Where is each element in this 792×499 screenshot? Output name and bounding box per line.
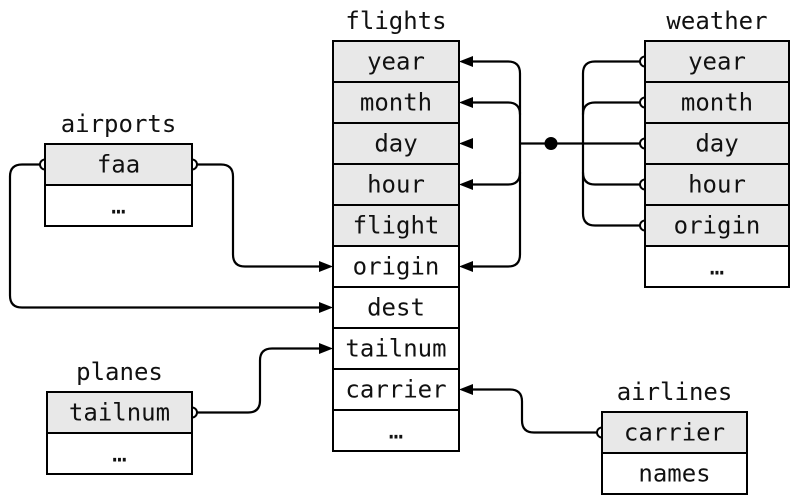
table-planes: planes tailnum …: [46, 358, 193, 475]
row-weather-hour-label: hour: [688, 171, 746, 199]
table-weather: weather year month day hour origin …: [644, 7, 790, 288]
row-airports-faa-label: faa: [97, 151, 140, 179]
row-weather-etc-label: …: [710, 253, 724, 281]
row-flights-tailnum-bg: [332, 327, 460, 370]
arrowhead-flights-origin-right: [459, 261, 473, 272]
row-airports-etc-label: …: [111, 192, 125, 220]
row-flights-dest-bg: [332, 286, 460, 329]
row-flights-day-label: day: [374, 130, 417, 158]
row-weather-day-bg: [644, 122, 790, 165]
row-airlines-names-bg: [601, 452, 748, 495]
row-planes-etc-label: …: [112, 440, 126, 468]
row-flights-origin-label: origin: [353, 253, 440, 281]
row-weather-year-label: year: [688, 48, 746, 76]
table-title-airlines: airlines: [617, 378, 733, 406]
row-planes-etc-bg: [46, 432, 193, 475]
table-flights: flights year month day hour flight origi…: [332, 7, 460, 452]
arrowhead-flights-month: [459, 97, 473, 108]
connector-weather-hour-branch: [581, 172, 640, 186]
table-title-airports: airports: [61, 110, 177, 138]
row-flights-carrier-label: carrier: [345, 376, 446, 404]
row-flights-year-label: year: [367, 48, 425, 76]
row-flights-month-label: month: [360, 89, 432, 117]
row-flights-hour-label: hour: [367, 171, 425, 199]
row-flights-month-bg: [332, 81, 460, 124]
row-weather-month-label: month: [681, 89, 753, 117]
table-airlines: airlines carrier names: [601, 378, 748, 495]
connector-flights-month-branch: [471, 101, 522, 115]
arrowhead-flights-origin-left: [319, 261, 333, 272]
connector-airports-dest: [8, 163, 321, 309]
row-flights-flight-label: flight: [353, 212, 440, 240]
row-flights-day-bg: [332, 122, 460, 165]
row-weather-etc-bg: [644, 245, 790, 288]
row-airlines-names-label: names: [638, 460, 710, 488]
arrowhead-flights-dest: [319, 302, 333, 313]
row-airlines-carrier-bg: [601, 411, 748, 454]
connector-weather-month-branch: [581, 101, 640, 115]
connector-planes-tailnum: [197, 347, 321, 414]
arrowhead-flights-tailnum: [319, 343, 333, 354]
connector-airlines-carrier: [471, 388, 597, 434]
arrowhead-flights-hour: [459, 179, 473, 190]
arrowhead-flights-carrier: [459, 384, 473, 395]
connector-flights-hour-branch: [471, 172, 522, 186]
row-flights-hour-bg: [332, 163, 460, 206]
row-planes-tailnum-bg: [46, 391, 193, 434]
row-weather-day-label: day: [695, 130, 738, 158]
table-title-planes: planes: [76, 358, 163, 386]
connector-flights-trunk-outer: [471, 60, 522, 268]
row-flights-tailnum-label: tailnum: [345, 335, 446, 363]
junction-dot: [544, 137, 558, 150]
table-airports: airports faa …: [44, 110, 193, 227]
row-weather-origin-label: origin: [674, 212, 761, 240]
arrowhead-flights-day: [459, 138, 473, 149]
row-flights-year-bg: [332, 40, 460, 83]
arrowhead-flights-year: [459, 56, 473, 67]
row-planes-tailnum-label: tailnum: [69, 399, 170, 427]
row-weather-hour-bg: [644, 163, 790, 206]
row-airlines-carrier-label: carrier: [624, 419, 725, 447]
row-airports-etc-bg: [44, 184, 193, 227]
row-flights-etc-label: …: [389, 417, 403, 445]
connector-airports-origin: [197, 163, 321, 268]
row-flights-etc-bg: [332, 409, 460, 452]
table-title-weather: weather: [666, 7, 767, 35]
row-flights-dest-label: dest: [367, 294, 425, 322]
table-title-flights: flights: [345, 7, 446, 35]
row-weather-origin-bg: [644, 204, 790, 247]
row-airports-faa-bg: [44, 143, 193, 186]
